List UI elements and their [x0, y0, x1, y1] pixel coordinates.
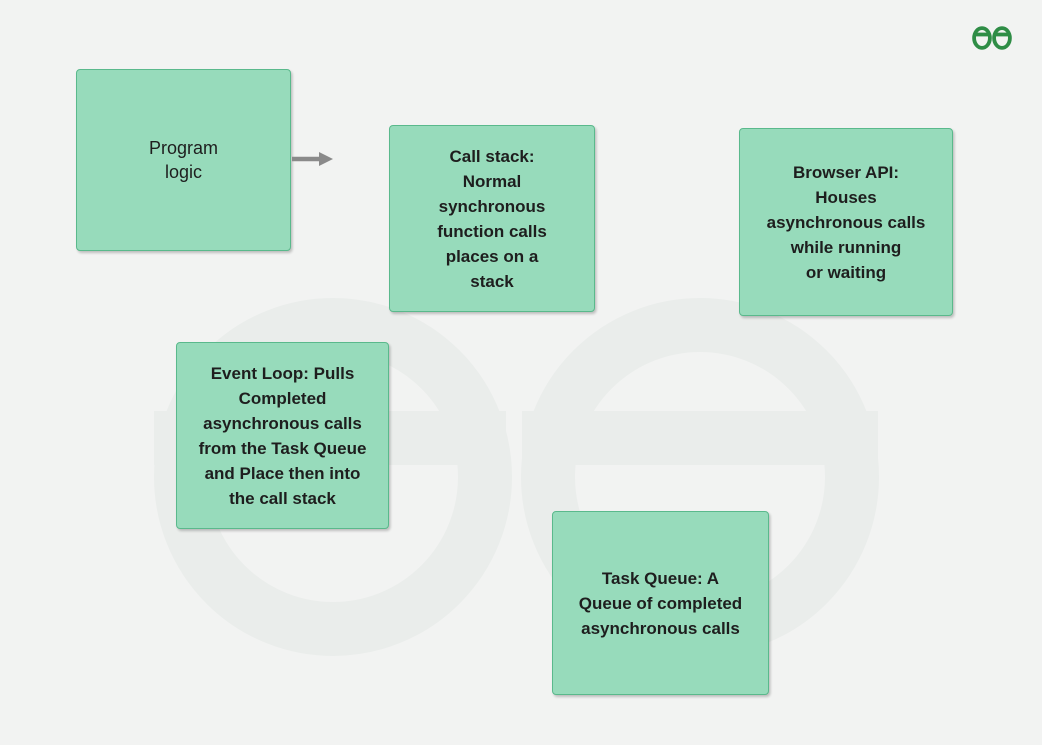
- node-text-line: synchronous: [438, 196, 546, 216]
- node-text-line: Event Loop: Pulls: [210, 363, 355, 383]
- node-text-line: asynchronous calls: [203, 413, 362, 433]
- node-text-line: Browser API:: [792, 162, 900, 182]
- geeksforgeeks-logo-icon: [972, 26, 1012, 50]
- node-text-line: logic: [164, 162, 203, 182]
- node-text-line: or waiting: [805, 262, 887, 282]
- node-text-line: places on a: [445, 246, 539, 266]
- node-text-line: Completed: [238, 388, 327, 408]
- node-task-queue: Task Queue: A Queue of completed asynchr…: [552, 511, 769, 695]
- node-text-line: asynchronous calls: [766, 212, 926, 232]
- node-text-line: the call stack: [229, 488, 336, 508]
- node-call-stack: Call stack: Normal synchronous function …: [389, 125, 595, 312]
- node-text-line: Normal: [462, 171, 522, 191]
- node-text-line: and Place then into: [204, 463, 361, 483]
- arrow-program-to-callstack-icon: [292, 152, 333, 166]
- node-event-loop: Event Loop: Pulls Completed asynchronous…: [176, 342, 389, 529]
- node-text-line: Program: [148, 138, 219, 158]
- node-browser-api: Browser API: Houses asynchronous calls w…: [739, 128, 953, 316]
- node-text-line: stack: [470, 271, 514, 291]
- node-text-line: Call stack:: [449, 146, 535, 166]
- node-text-line: Task Queue: A: [601, 568, 720, 588]
- node-text-line: Houses: [815, 187, 877, 207]
- node-text-line: from the Task Queue: [198, 438, 367, 458]
- node-text-line: function calls: [437, 221, 547, 241]
- node-text-line: while running: [790, 237, 902, 257]
- node-text-line: Queue of completed: [578, 593, 743, 613]
- node-text-line: asynchronous calls: [581, 618, 740, 638]
- node-program-logic: Program logic: [76, 69, 291, 251]
